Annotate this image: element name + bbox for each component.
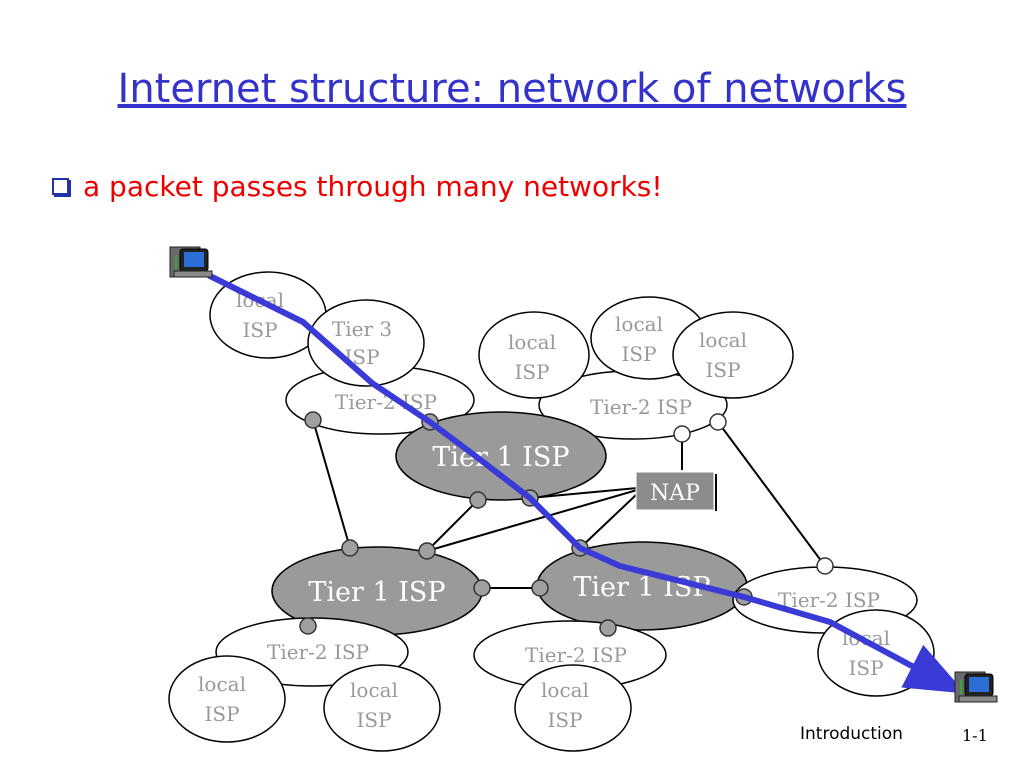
computer-icon	[169, 246, 213, 278]
local-label-line2: ISP	[547, 708, 582, 732]
links	[312, 419, 826, 589]
tier1-label: Tier 1 ISP	[573, 572, 710, 603]
bullet-box-icon	[52, 178, 69, 195]
router-node	[816, 557, 834, 575]
link	[579, 493, 638, 549]
local-isp-bottom-1: local ISP	[168, 655, 286, 743]
link	[717, 421, 826, 567]
link	[529, 487, 638, 499]
local-label-line1: local	[699, 328, 747, 352]
link	[426, 499, 479, 552]
local-label-line2: ISP	[514, 360, 549, 384]
local-label-line2: ISP	[356, 708, 391, 732]
router-node	[599, 619, 617, 637]
router-node	[418, 542, 436, 560]
tier1-isp-bottom-right: Tier 1 ISP	[536, 541, 748, 631]
local-label-line2: ISP	[204, 702, 239, 726]
router-nodes-white	[673, 413, 834, 575]
tier3-label-line1: Tier 3	[332, 317, 392, 341]
tier1-label: Tier 1 ISP	[308, 577, 445, 608]
local-label-line1: local	[198, 672, 246, 696]
local-isp-top-middle: local ISP	[478, 311, 590, 399]
router-node	[673, 425, 691, 443]
router-node	[531, 579, 549, 597]
router-node	[304, 411, 322, 429]
bullet-item: a packet passes through many networks!	[52, 170, 663, 203]
tier2-label: Tier-2 ISP	[525, 643, 627, 667]
router-node	[473, 579, 491, 597]
packet-path	[207, 273, 966, 694]
nap-label: NAP	[650, 481, 700, 506]
tier2-isp-top-right: Tier-2 ISP	[538, 370, 728, 440]
local-label-line2: ISP	[848, 656, 883, 680]
local-label-line2: ISP	[621, 342, 656, 366]
computer-icon	[954, 671, 998, 703]
tier2-isp-bottom-middle: Tier-2 ISP	[473, 620, 667, 690]
local-label-line1: local	[615, 312, 663, 336]
footer-section-label: Introduction	[800, 724, 903, 744]
slide-title: Internet structure: network of networks	[117, 66, 907, 112]
router-node	[341, 539, 359, 557]
router-node	[299, 617, 317, 635]
tier2-label: Tier-2 ISP	[590, 395, 692, 419]
tier2-label: Tier-2 ISP	[778, 588, 880, 612]
local-isp-bottom-2: local ISP	[323, 664, 441, 752]
link	[426, 489, 638, 552]
page-number: 1-1	[962, 726, 988, 745]
local-isp-top-right: local ISP	[672, 311, 794, 399]
link	[312, 419, 351, 549]
bullet-text: a packet passes through many networks!	[83, 170, 663, 203]
local-label-line2: ISP	[705, 358, 740, 382]
local-isp-bottom-3: local ISP	[514, 664, 632, 752]
nap-box: NAP	[635, 440, 717, 511]
router-node	[469, 491, 487, 509]
tier2-label: Tier-2 ISP	[267, 640, 369, 664]
local-label-line1: local	[350, 678, 398, 702]
local-label-line1: local	[541, 678, 589, 702]
tier1-label: Tier 1 ISP	[432, 442, 569, 473]
local-label-line2: ISP	[242, 318, 277, 342]
local-label-line1: local	[508, 330, 556, 354]
router-node	[709, 413, 727, 431]
